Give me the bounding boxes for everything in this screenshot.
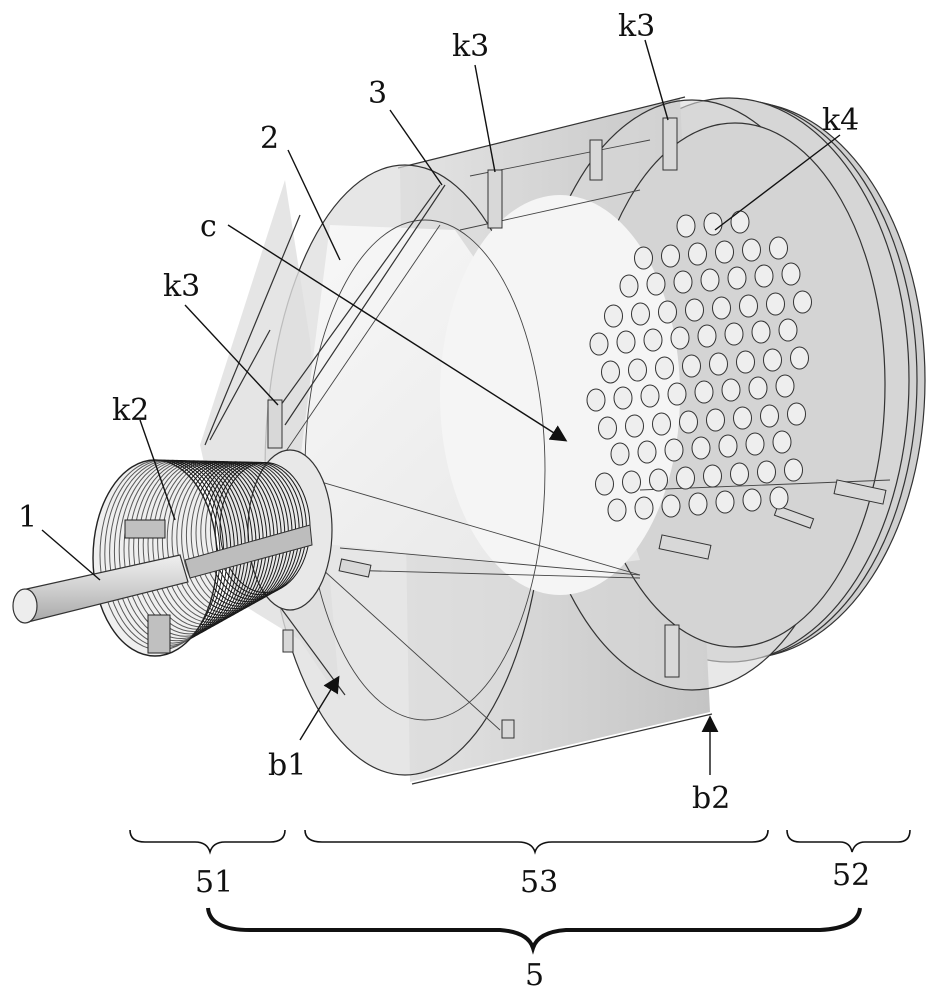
k4-hole	[611, 443, 629, 465]
label-k4: k4	[822, 103, 859, 138]
k4-hole	[653, 413, 671, 435]
k4-hole	[605, 305, 623, 327]
label-51: 51	[195, 865, 233, 900]
k4-hole	[779, 319, 797, 341]
k4-hole	[764, 349, 782, 371]
k4-hole	[701, 269, 719, 291]
k4-hole	[689, 493, 707, 515]
k4-hole	[707, 409, 725, 431]
k4-hole	[719, 435, 737, 457]
k4-hole	[770, 487, 788, 509]
k4-hole	[614, 387, 632, 409]
k4-hole	[698, 325, 716, 347]
k4-hole	[656, 357, 674, 379]
brace-52	[787, 830, 910, 852]
label-b1: b1	[268, 748, 306, 783]
label-k3-right: k3	[618, 9, 655, 44]
k4-hole	[617, 331, 635, 353]
k4-hole	[674, 271, 692, 293]
k4-hole	[704, 465, 722, 487]
label-2: 2	[260, 121, 279, 156]
k4-hole	[770, 237, 788, 259]
k4-hole	[716, 241, 734, 263]
k4-hole	[758, 461, 776, 483]
k4-hole	[680, 411, 698, 433]
k4-hole	[644, 329, 662, 351]
k4-hole	[767, 293, 785, 315]
k4-hole	[740, 295, 758, 317]
k4-hole	[752, 321, 770, 343]
k4-hole	[626, 415, 644, 437]
label-52: 52	[832, 858, 870, 893]
k4-hole	[635, 247, 653, 269]
k4-hole	[662, 245, 680, 267]
k4-hole	[713, 297, 731, 319]
k4-hole	[683, 355, 701, 377]
k4-hole	[746, 433, 764, 455]
k4-hole	[782, 263, 800, 285]
k4-hole	[650, 469, 668, 491]
k4-hole	[689, 243, 707, 265]
label-53: 53	[520, 865, 558, 900]
label-1: 1	[18, 500, 37, 535]
k4-hole	[785, 459, 803, 481]
brace-53	[305, 830, 768, 852]
label-c: c	[200, 209, 217, 244]
label-5: 5	[525, 958, 544, 993]
k4-hole	[710, 353, 728, 375]
k4-hole	[620, 275, 638, 297]
k4-hole	[737, 351, 755, 373]
k4-hole	[638, 441, 656, 463]
k4-hole	[587, 389, 605, 411]
k4-hole	[731, 463, 749, 485]
k4-hole	[641, 385, 659, 407]
k4-hole	[602, 361, 620, 383]
k4-hole	[635, 497, 653, 519]
k4-hole	[773, 431, 791, 453]
k4-hole	[668, 383, 686, 405]
k4-hole	[665, 439, 683, 461]
k4-hole	[623, 471, 641, 493]
k4-hole	[599, 417, 617, 439]
k4-hole	[743, 489, 761, 511]
k4-hole	[659, 301, 677, 323]
k4-hole	[716, 491, 734, 513]
label-k2: k2	[112, 393, 149, 428]
k4-hole	[608, 499, 626, 521]
k4-hole	[728, 267, 746, 289]
k4-hole	[695, 381, 713, 403]
k4-hole	[677, 467, 695, 489]
label-k3-left: k3	[163, 269, 200, 304]
k4-hole	[761, 405, 779, 427]
k4-hole	[755, 265, 773, 287]
k4-hole	[590, 333, 608, 355]
k4-hole	[692, 437, 710, 459]
k4-hole	[725, 323, 743, 345]
label-k3-mid: k3	[452, 29, 489, 64]
k4-hole	[734, 407, 752, 429]
k4-hole	[704, 213, 722, 235]
k4-hole	[647, 273, 665, 295]
k4-hole	[788, 403, 806, 425]
label-b2: b2	[692, 781, 730, 816]
k4-hole	[686, 299, 704, 321]
k4-hole	[629, 359, 647, 381]
k4-hole	[743, 239, 761, 261]
k4-hole	[671, 327, 689, 349]
k4-hole	[632, 303, 650, 325]
k4-hole	[776, 375, 794, 397]
k4-hole	[596, 473, 614, 495]
label-3: 3	[368, 76, 387, 111]
brace-51	[130, 830, 285, 852]
brace-5	[208, 908, 860, 948]
k4-hole	[791, 347, 809, 369]
k4-hole	[794, 291, 812, 313]
k4-hole	[722, 379, 740, 401]
k4-hole	[731, 211, 749, 233]
k4-hole	[749, 377, 767, 399]
k4-hole	[662, 495, 680, 517]
k4-hole	[677, 215, 695, 237]
